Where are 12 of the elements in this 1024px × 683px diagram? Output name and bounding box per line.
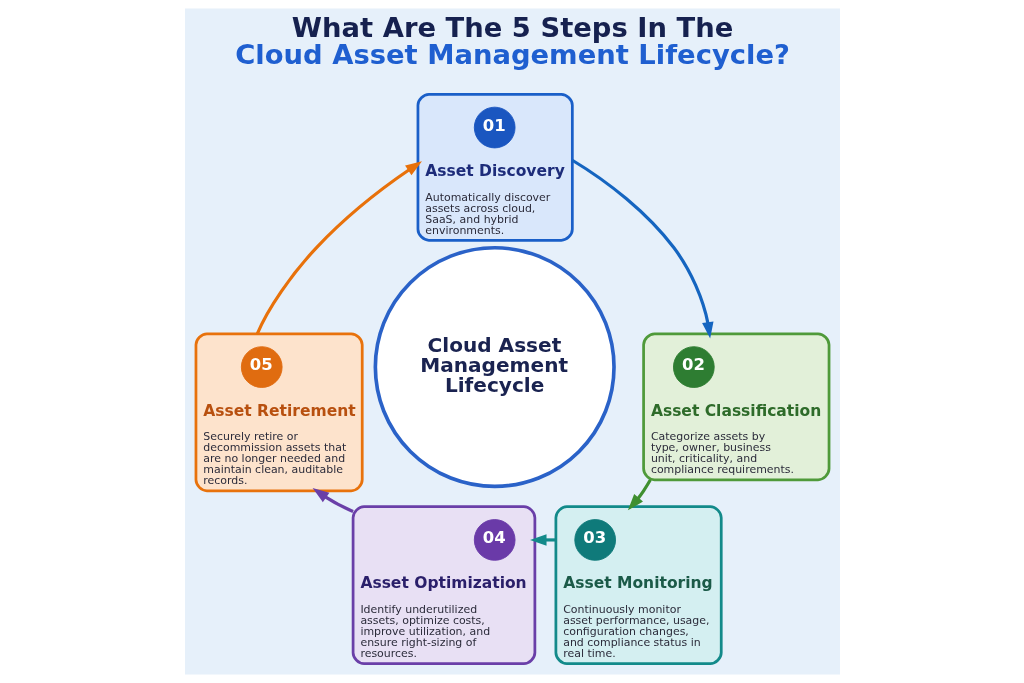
- node-circle: 03: [573, 519, 616, 561]
- arrow: [255, 161, 422, 335]
- arrow: [571, 158, 713, 339]
- node-circle: 04: [473, 519, 515, 561]
- node-circle: 01: [473, 106, 515, 149]
- node-circle: Cloud Asset Management Lifecycle: [373, 245, 616, 489]
- node-circle: 05: [240, 346, 283, 388]
- node-circle: 02: [672, 346, 715, 388]
- arrow: [627, 479, 652, 511]
- arrow: [312, 488, 354, 513]
- diagram-title: What Are The 5 Steps In The Cloud Asset Management Lifecycle?: [234, 11, 790, 71]
- arrow: [529, 534, 556, 546]
